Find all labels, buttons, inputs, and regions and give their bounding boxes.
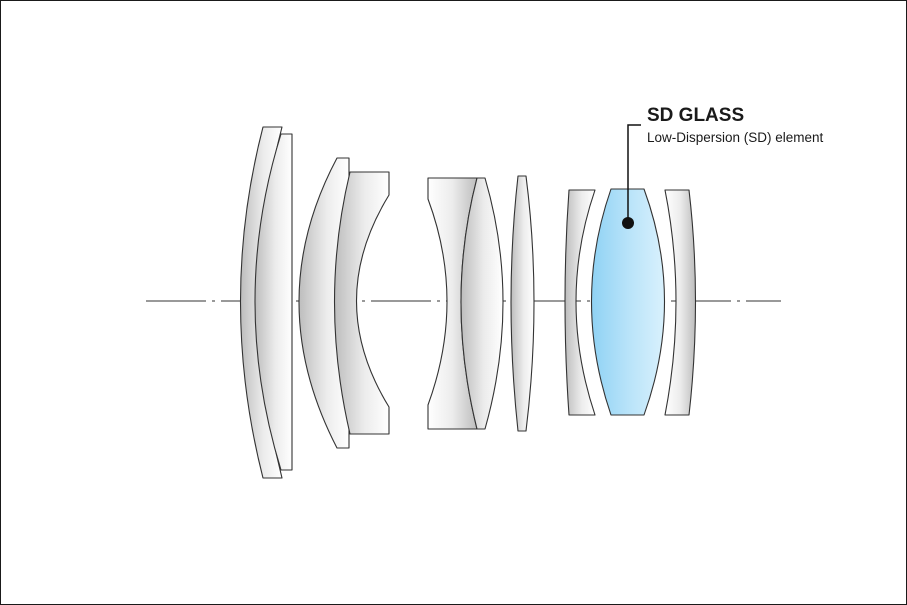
callout-leader-line [627,124,641,223]
lens-element-7 [510,175,535,432]
lens-element-2 [254,133,293,471]
callout-subtitle: Low-Dispersion (SD) element [647,130,824,145]
lens-element-10 [664,189,697,416]
lens-element-4 [334,171,390,435]
callout-title: SD GLASS [647,105,745,126]
lens-element-6 [460,177,504,430]
lens-element-3 [298,157,350,449]
lens-element-8 [564,189,596,416]
lens-element-9-sd [590,188,666,416]
callout-marker-dot [622,217,634,229]
